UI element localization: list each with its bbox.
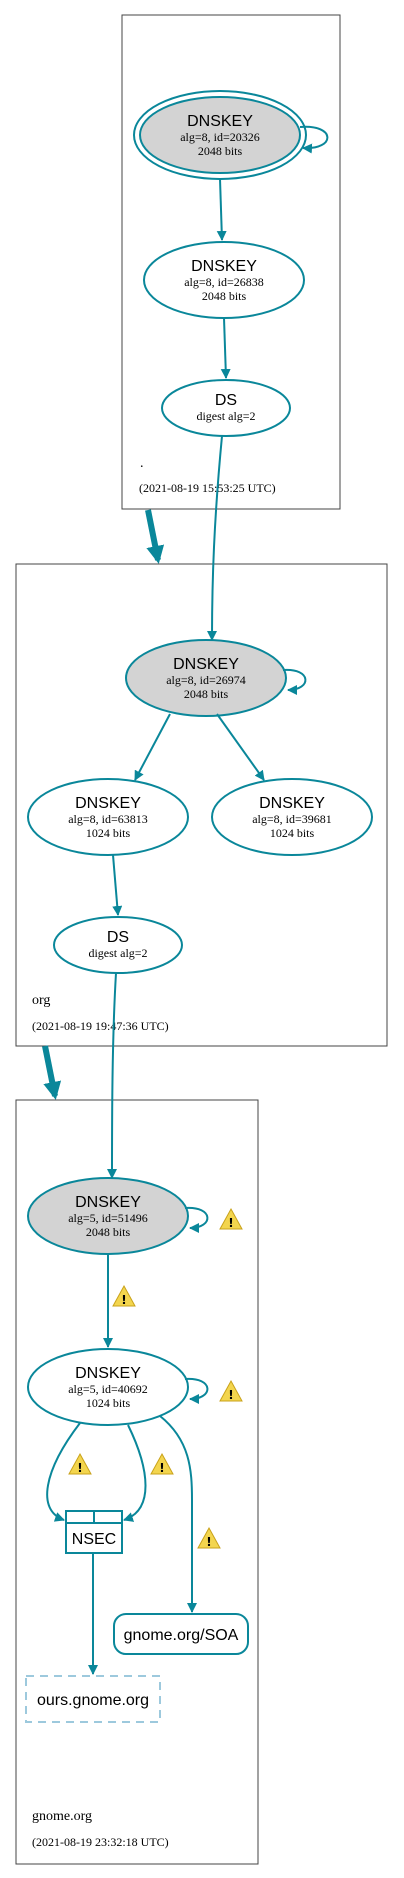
org-ksk-to-zsk-63813-edge <box>134 713 171 781</box>
org-ds-digest: digest alg=2 <box>88 946 147 960</box>
root-zsk-algorithm: alg=8, id=26838 <box>184 275 264 289</box>
org-zsk-39681-algorithm: alg=8, id=39681 <box>252 812 332 826</box>
org-zsk-to-ds-edge <box>112 854 123 916</box>
zone-gnome-org: DNSKEY alg=5, id=51496 2048 bits ! DNSKE… <box>15 972 259 1865</box>
gnome-nsec-right-signature-warning-icon[interactable]: ! <box>150 1452 174 1475</box>
root-ds-node[interactable]: DS digest alg=2 <box>161 379 291 437</box>
org-zsk-63813-size: 1024 bits <box>86 826 131 840</box>
root-zsk-title: DNSKEY <box>191 258 257 275</box>
gnome-zsk-title: DNSKEY <box>75 1365 141 1382</box>
gnome-ksk-to-zsk-warning-icon[interactable]: ! <box>112 1284 136 1307</box>
gnome-soa-label: gnome.org/SOA <box>124 1627 239 1644</box>
org-zsk-39681-node[interactable]: DNSKEY alg=8, id=39681 1024 bits <box>211 778 373 856</box>
gnome-zsk-to-soa-edge <box>159 1415 197 1613</box>
org-ds-node[interactable]: DS digest alg=2 <box>53 916 183 974</box>
org-zsk-39681-title: DNSKEY <box>259 795 325 812</box>
warning-symbol: ! <box>228 1216 233 1230</box>
gnome-zsk-self-signature-warning-icon[interactable]: ! <box>219 1379 243 1402</box>
gnome-soa-signature-warning-icon[interactable]: ! <box>197 1526 221 1549</box>
org-ksk-title: DNSKEY <box>173 656 239 673</box>
root-ksk-title: DNSKEY <box>187 113 253 130</box>
org-ksk-to-zsk-39681-edge <box>216 713 265 781</box>
root-ksk-node[interactable]: DNSKEY alg=8, id=20326 2048 bits <box>133 90 307 180</box>
gnome-ksk-algorithm: alg=5, id=51496 <box>68 1211 148 1225</box>
root-zsk-to-ds-edge <box>220 317 231 379</box>
zone-gnome-org-name: gnome.org <box>32 1809 92 1824</box>
org-zsk-63813-node[interactable]: DNSKEY alg=8, id=63813 1024 bits <box>27 778 189 856</box>
root-ds-digest: digest alg=2 <box>196 409 255 423</box>
warning-symbol: ! <box>77 1461 82 1475</box>
org-ksk-algorithm: alg=8, id=26974 <box>166 673 246 687</box>
gnome-soa-node[interactable]: gnome.org/SOA <box>113 1613 249 1655</box>
gnome-nsec-node[interactable]: NSEC <box>65 1510 123 1554</box>
org-zsk-63813-title: DNSKEY <box>75 795 141 812</box>
gnome-zsk-to-nsec-left-edge <box>46 1422 81 1522</box>
gnome-zsk-self-loop <box>184 1377 209 1404</box>
warning-symbol: ! <box>228 1388 233 1402</box>
gnome-zsk-node[interactable]: DNSKEY alg=5, id=40692 1024 bits <box>27 1348 189 1426</box>
root-to-org-delegation-arrow <box>145 509 165 564</box>
gnome-zsk-size: 1024 bits <box>86 1396 131 1410</box>
org-ksk-size: 2048 bits <box>184 687 229 701</box>
root-ksk-to-zsk-edge <box>216 178 227 241</box>
root-zsk-node[interactable]: DNSKEY alg=8, id=26838 2048 bits <box>143 241 305 319</box>
org-to-gnome-delegation-arrow <box>42 1045 62 1100</box>
root-ds-to-org-ksk-edge <box>207 435 223 641</box>
zone-gnome-org-timestamp: (2021-08-19 23:32:18 UTC) <box>32 1835 169 1849</box>
zone-org-timestamp: (2021-08-19 19:47:36 UTC) <box>32 1019 169 1033</box>
zone-root-timestamp: (2021-08-19 15:53:25 UTC) <box>139 481 276 495</box>
zone-org-box <box>15 563 388 1047</box>
zone-root-name: . <box>140 456 144 471</box>
org-zsk-39681-size: 1024 bits <box>270 826 315 840</box>
gnome-ksk-title: DNSKEY <box>75 1194 141 1211</box>
gnome-zsk-algorithm: alg=5, id=40692 <box>68 1382 148 1396</box>
gnome-nsec-left-signature-warning-icon[interactable]: ! <box>68 1452 92 1475</box>
root-ksk-algorithm: alg=8, id=20326 <box>180 130 260 144</box>
zone-org: DNSKEY alg=8, id=26974 2048 bits DNSKEY … <box>15 435 388 1047</box>
gnome-ksk-self-signature-warning-icon[interactable]: ! <box>219 1207 243 1230</box>
warning-symbol: ! <box>121 1293 126 1307</box>
warning-symbol: ! <box>159 1461 164 1475</box>
org-ds-to-gnome-ksk-edge <box>107 972 118 1179</box>
zone-root-box <box>121 14 341 510</box>
warning-symbol: ! <box>206 1535 211 1549</box>
root-ds-title: DS <box>215 392 237 409</box>
root-zsk-size: 2048 bits <box>202 289 247 303</box>
gnome-ksk-size: 2048 bits <box>86 1225 131 1239</box>
root-ksk-self-loop <box>299 125 329 154</box>
zone-org-name: org <box>32 993 50 1008</box>
gnome-nsec-label: NSEC <box>72 1531 116 1548</box>
zone-gnome-org-box <box>15 1099 259 1865</box>
gnome-zsk-to-nsec-right-edge <box>123 1424 147 1522</box>
gnome-ksk-node[interactable]: DNSKEY alg=5, id=51496 2048 bits <box>27 1177 189 1255</box>
zone-root: DNSKEY alg=8, id=20326 2048 bits DNSKEY … <box>121 14 341 510</box>
gnome-ksk-self-loop <box>184 1206 209 1233</box>
org-zsk-63813-algorithm: alg=8, id=63813 <box>68 812 148 826</box>
gnome-nonexistent-name-node[interactable]: ours.gnome.org <box>25 1675 161 1723</box>
org-ksk-self-loop <box>282 668 307 695</box>
org-ksk-node[interactable]: DNSKEY alg=8, id=26974 2048 bits <box>125 639 287 717</box>
org-ds-title: DS <box>107 929 129 946</box>
root-ksk-size: 2048 bits <box>198 144 243 158</box>
gnome-nonexistent-name-label: ours.gnome.org <box>37 1692 149 1709</box>
